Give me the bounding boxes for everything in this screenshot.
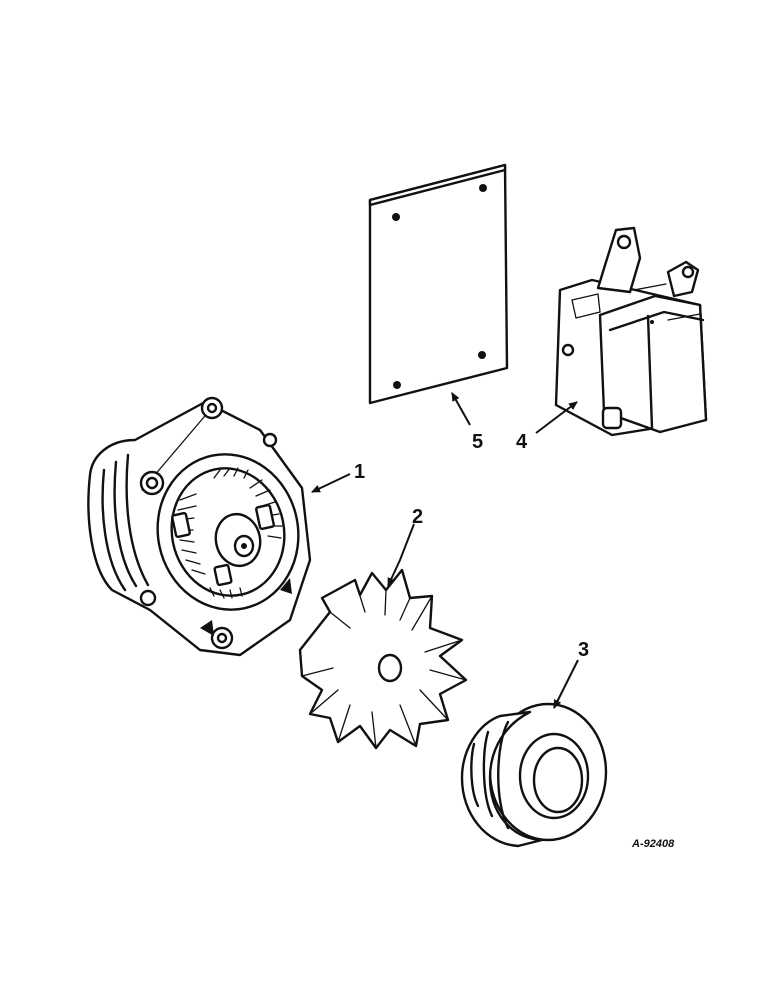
alternator bbox=[87, 396, 312, 657]
leader-3 bbox=[553, 659, 579, 709]
callout-alternator: 1 bbox=[354, 461, 365, 483]
pulley bbox=[460, 702, 608, 848]
leader-lines bbox=[311, 392, 579, 709]
leader-2 bbox=[387, 523, 415, 587]
callout-plate: 5 bbox=[472, 431, 483, 453]
callout-regulator: 4 bbox=[516, 431, 528, 453]
leader-4 bbox=[535, 401, 578, 434]
mounting-plate bbox=[368, 163, 509, 405]
cooling-fan bbox=[298, 568, 468, 750]
callout-fan: 2 bbox=[412, 506, 423, 528]
leader-1 bbox=[311, 473, 351, 493]
reference-code: A-92408 bbox=[631, 838, 675, 850]
voltage-regulator bbox=[554, 226, 708, 437]
leader-5 bbox=[451, 392, 471, 426]
callout-pulley: 3 bbox=[578, 639, 589, 661]
